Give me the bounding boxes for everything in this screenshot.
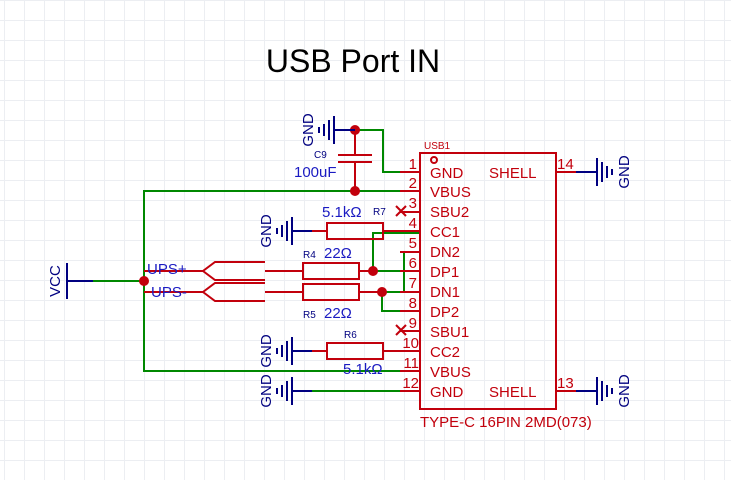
pin-number: 8 [409,295,417,312]
connector-body[interactable] [419,152,557,410]
junction-dot [139,276,149,286]
pin-name: VBUS [430,364,471,381]
pin-name: SBU1 [430,324,469,341]
ups-plus-label: UPS+ [147,261,187,278]
pin-number: 6 [409,255,417,272]
pin-name: SHELL [489,165,537,182]
wire-dn2-dp1 [372,232,420,272]
pin-name: DN1 [430,284,460,301]
gnd-symbol-pin13: GND [576,374,633,408]
gnd-label: GND [258,334,275,368]
resistor-r6[interactable]: R6 5.1kΩ [312,330,400,378]
connector-designator: USB1 [424,141,451,152]
c9-designator: C9 [314,150,327,161]
pin-number: 2 [409,175,417,192]
r6-value: 5.1kΩ [343,361,383,378]
schematic-title: USB Port IN [266,43,440,79]
no-connect-icon [395,324,407,336]
connector-part-number: TYPE-C 16PIN 2MD(073) [420,414,592,431]
gnd-symbol-pin14: GND [576,155,633,189]
gnd-symbol-r6: GND [258,334,312,368]
r7-designator: R7 [373,207,386,218]
resistor-r7[interactable]: 5.1kΩ R7 [312,204,400,240]
gnd-label: GND [258,214,275,248]
pin-name: DP2 [430,304,459,321]
pin-name: VBUS [430,184,471,201]
capacitor-c9[interactable]: C9 100uF [294,130,372,191]
pin-number: 12 [402,375,419,392]
pin-name: SBU2 [430,204,469,221]
pin-name: DN2 [430,244,460,261]
pin-number: 14 [557,156,574,173]
pin-name: CC2 [430,344,460,361]
pin-name: SHELL [489,384,537,401]
gnd-label: GND [616,155,633,189]
pin-number: 7 [409,275,417,292]
pin-number: 4 [409,215,417,232]
resistor-r4[interactable]: R4 22Ω [265,245,373,280]
vcc-symbol: VCC [47,263,93,299]
wires [93,129,420,392]
gnd-label: GND [258,374,275,408]
net-port-ups-minus[interactable]: UPS- [144,282,265,302]
gnd-label: GND [300,113,317,147]
r4-designator: R4 [303,250,316,261]
gnd-symbol-c9: GND [300,113,355,147]
pin-number: 13 [557,375,574,392]
pin-number: 11 [403,355,419,372]
pin-number: 3 [409,195,417,212]
net-port-ups-plus[interactable]: UPS+ [144,261,265,281]
pin-name: CC1 [430,224,460,241]
vcc-label: VCC [47,265,64,297]
pin-name: GND [430,384,464,401]
r5-designator: R5 [303,310,316,321]
pin1-marker [430,156,438,164]
c9-value: 100uF [294,164,337,181]
gnd-label: GND [616,374,633,408]
gnd-symbol-pin12: GND [258,374,312,408]
pin-number: 9 [409,315,417,332]
ups-minus-label: UPS- [151,284,187,301]
gnd-symbol-r7: GND [258,214,312,248]
pin-number: 10 [402,335,419,352]
r5-value: 22Ω [324,305,352,322]
resistor-r5[interactable]: R5 22Ω [265,283,382,322]
no-connect-icon [395,205,407,217]
pin-number: 5 [409,235,417,252]
junctions [139,125,387,297]
pin-name: GND [430,165,464,182]
usb-connector[interactable]: USB1 TYPE-C 16PIN 2MD(073) 1 2 3 4 5 6 7… [400,141,592,431]
pin-name: DP1 [430,264,459,281]
r6-designator: R6 [344,330,357,341]
pin-number: 1 [409,156,417,173]
r7-value: 5.1kΩ [322,204,362,221]
no-connect-markers [395,205,407,336]
r4-value: 22Ω [324,245,352,262]
